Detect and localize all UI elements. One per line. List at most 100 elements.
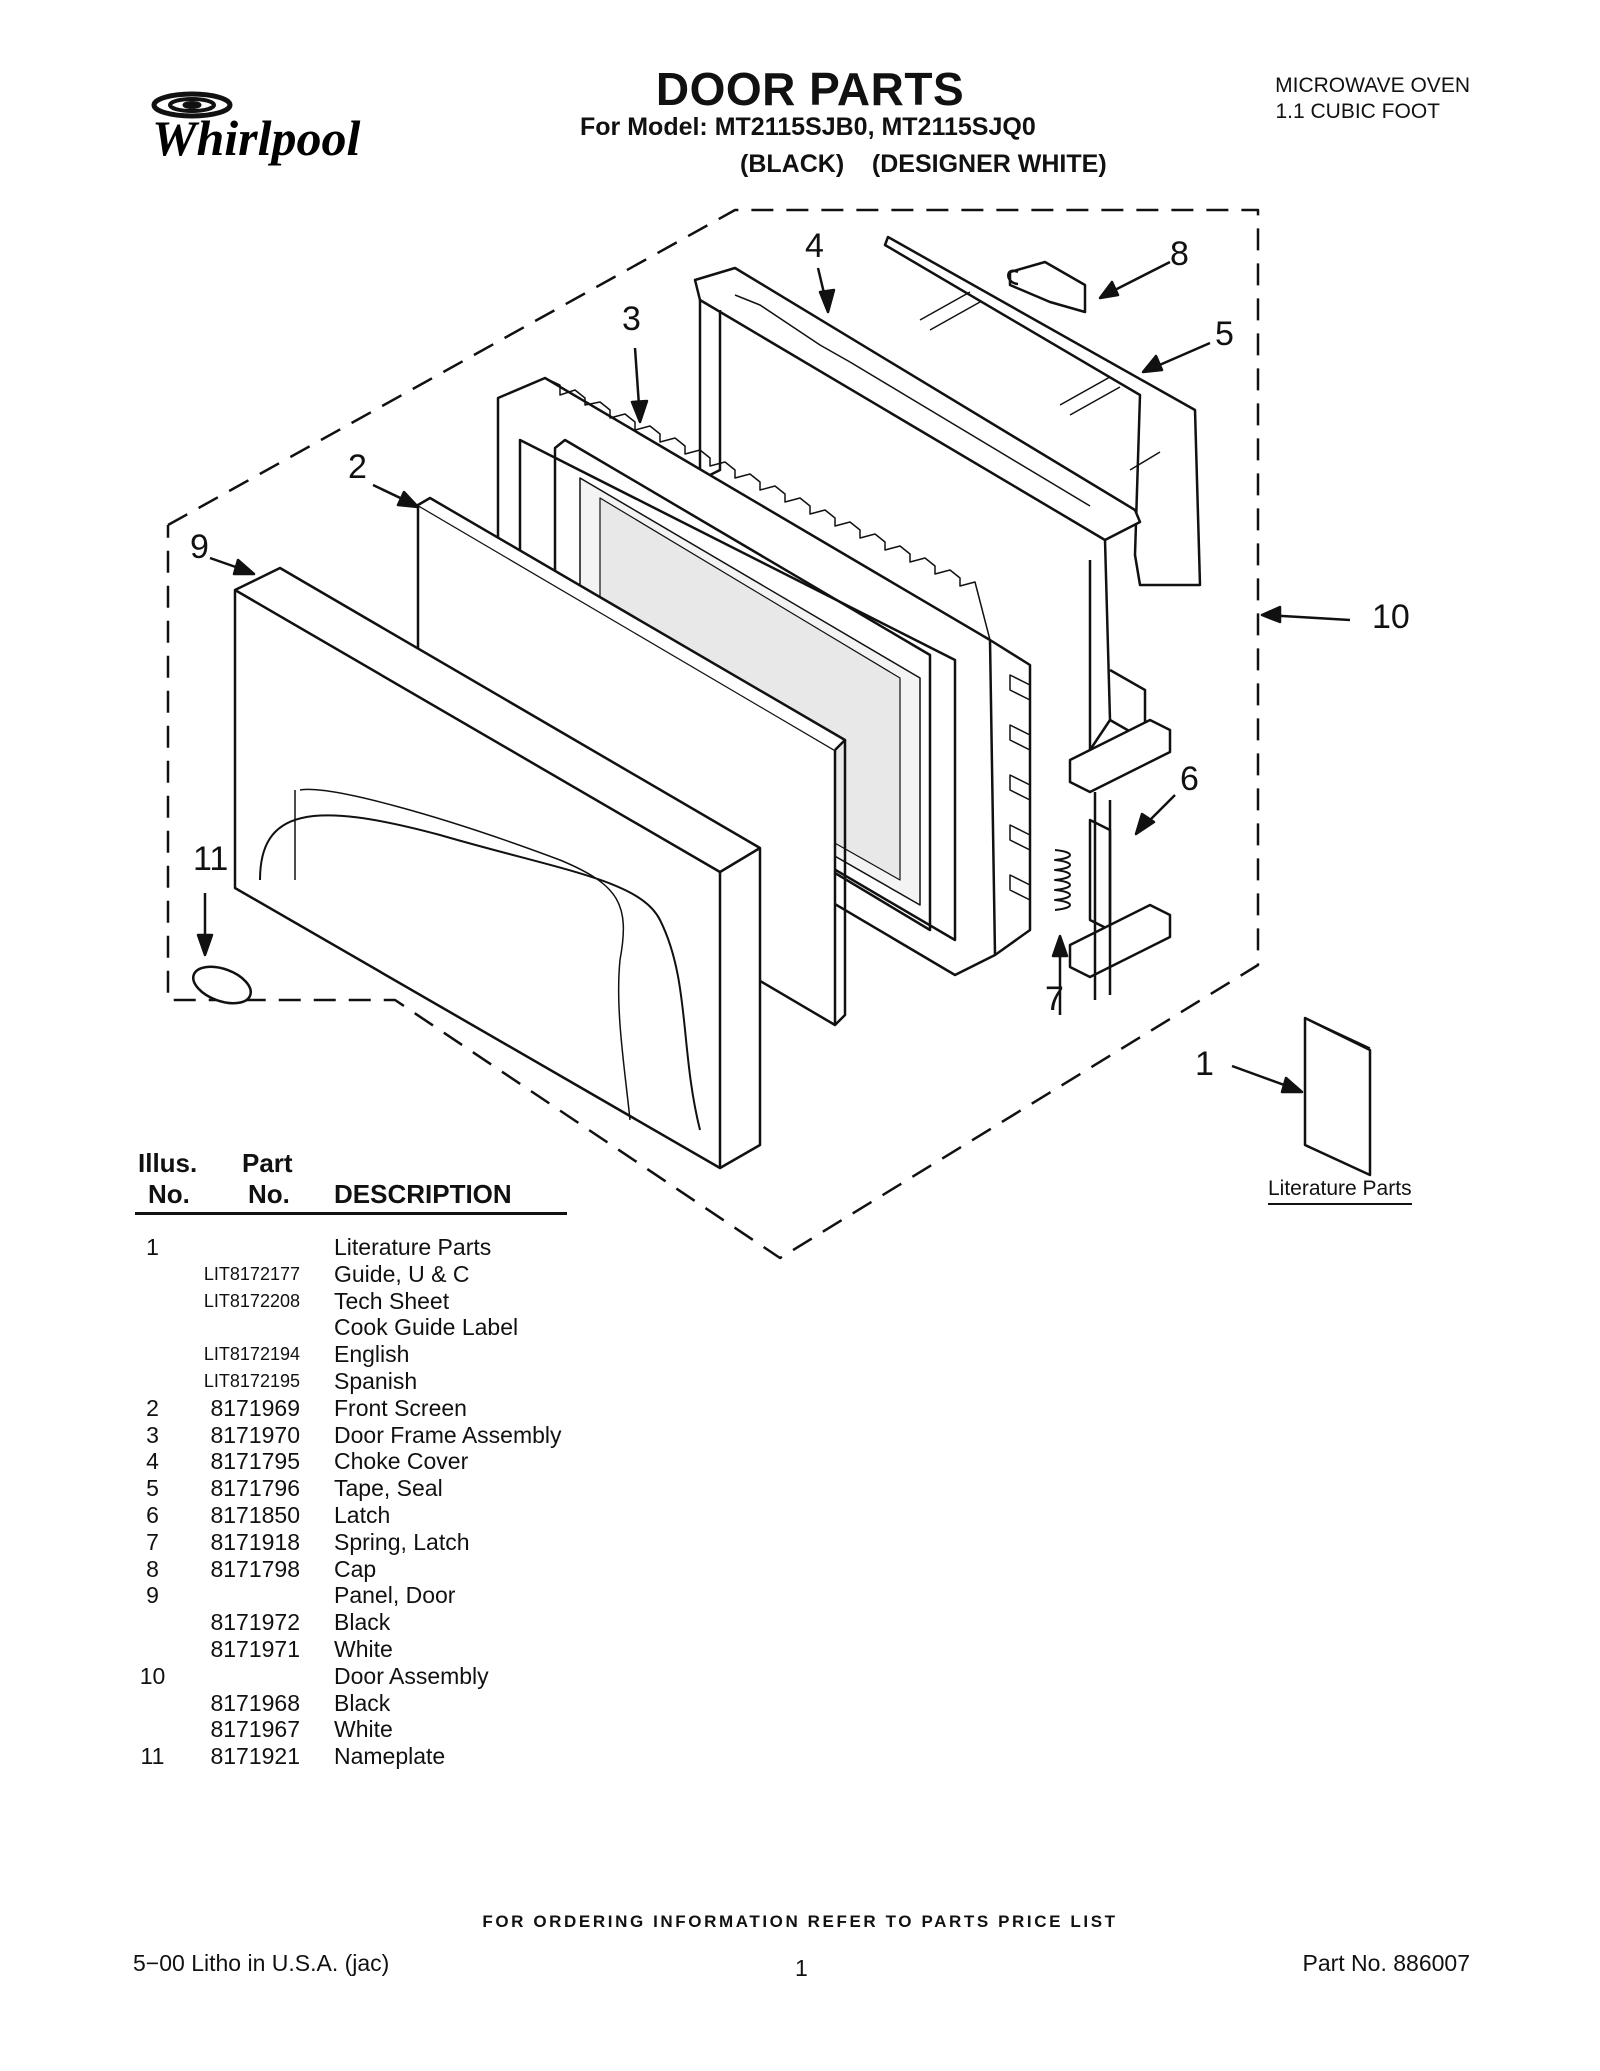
part-no: 8171972 (210, 1609, 300, 1636)
parts-row: 8171971 White (130, 1636, 650, 1663)
part-no: 8171970 (210, 1421, 300, 1448)
parts-row: 8171968 Black (130, 1690, 650, 1717)
illus-no: 11 (140, 1743, 165, 1770)
illus-no: 1 (146, 1234, 159, 1260)
part-description: White (334, 1635, 393, 1662)
illus-no: 7 (146, 1528, 159, 1555)
parts-row: LIT8172195 Spanish (130, 1368, 650, 1395)
callout-6: 6 (1180, 760, 1199, 798)
parts-row: LIT8172177 Guide, U & C (130, 1261, 650, 1288)
parts-row: 4 8171795 Choke Cover (130, 1448, 650, 1475)
logo-wordmark: Whirlpool (152, 110, 361, 166)
part-description: Literature Parts (334, 1234, 492, 1260)
part-description: Tape, Seal (334, 1475, 443, 1502)
latch-spring-part (1054, 849, 1071, 911)
product-capacity: 1.1 CUBIC FOOT (1275, 100, 1440, 123)
callout-4: 4 (805, 227, 824, 265)
callout-5: 5 (1215, 315, 1234, 353)
part-no: LIT8172177 (203, 1263, 300, 1284)
callout-7: 7 (1045, 980, 1064, 1018)
part-description: Choke Cover (334, 1448, 469, 1475)
print-info: 5−00 Litho in U.S.A. (jac) (133, 1950, 390, 1976)
callout-1: 1 (1195, 1045, 1214, 1083)
part-no: LIT8172194 (203, 1344, 300, 1365)
literature-booklet-part (1303, 1016, 1372, 1177)
part-no: LIT8172208 (203, 1290, 300, 1311)
parts-row: 8 8171798 Cap (130, 1556, 650, 1583)
illus-no: 3 (146, 1421, 159, 1448)
callout-10: 10 (1372, 598, 1410, 636)
part-no: 8171796 (210, 1475, 300, 1502)
ordering-note: FOR ORDERING INFORMATION REFER TO PARTS … (482, 1912, 1118, 1931)
parts-row: LIT8172208 Tech Sheet (130, 1288, 650, 1315)
part-no: 8171968 (210, 1689, 300, 1716)
part-description: English (334, 1341, 410, 1368)
part-no: 8171798 (210, 1555, 300, 1582)
part-no: 8171967 (210, 1716, 300, 1743)
door-panel-part (233, 566, 762, 1170)
part-no: 8171971 (210, 1635, 300, 1662)
part-description: Latch (334, 1501, 391, 1528)
parts-row: LIT8172194 English (130, 1341, 650, 1368)
cap-part (1007, 260, 1087, 314)
callout-11: 11 (193, 840, 229, 878)
latch-part (1068, 718, 1172, 1000)
part-description: Cook Guide Label (334, 1314, 519, 1341)
callout-9: 9 (190, 528, 209, 566)
parts-row: 2 8171969 Front Screen (130, 1395, 650, 1422)
part-description: Door Frame Assembly (334, 1421, 562, 1448)
product-type: MICROWAVE OVEN (1275, 74, 1470, 97)
parts-list: 1 Literature Parts LIT8172177 Guide, U & C… (130, 1234, 650, 1770)
illus-no: 8 (146, 1555, 159, 1582)
header-description: DESCRIPTION (334, 1179, 512, 1209)
part-description: Black (334, 1689, 391, 1716)
part-description: Door Assembly (334, 1662, 489, 1689)
part-description: Panel, Door (334, 1582, 456, 1609)
illus-no: 10 (139, 1662, 166, 1689)
part-description: Spanish (334, 1367, 418, 1394)
illus-no: 2 (146, 1394, 159, 1421)
header-rule (135, 1212, 567, 1215)
callout-8: 8 (1170, 235, 1189, 273)
illus-no: 5 (146, 1475, 159, 1502)
literature-caption: Literature Parts (1268, 1177, 1412, 1205)
header-illus: Illus. (138, 1148, 198, 1178)
parts-row: 1 Literature Parts (130, 1234, 650, 1261)
exploded-parts-diagram (166, 208, 1372, 1260)
part-no: 8171921 (210, 1743, 300, 1770)
seal-tape-part (883, 235, 1202, 587)
part-no: 8171850 (210, 1501, 300, 1528)
document-part-number: Part No. 886007 (1302, 1950, 1470, 1976)
parts-row: 8171967 White (130, 1716, 650, 1743)
header-part-no: No. (248, 1179, 290, 1209)
page-number: 1 (795, 1955, 808, 1981)
illus-no: 6 (146, 1501, 159, 1528)
part-description: Guide, U & C (334, 1260, 470, 1287)
part-description: Spring, Latch (334, 1528, 470, 1555)
parts-row: 3 8171970 Door Frame Assembly (130, 1422, 650, 1449)
part-description: Cap (334, 1555, 377, 1582)
callout-3: 3 (622, 300, 641, 338)
parts-row: Cook Guide Label (130, 1314, 650, 1341)
part-description: Front Screen (334, 1394, 467, 1421)
door-assembly-boundary (166, 208, 1260, 1260)
finish-line: (BLACK) (DESIGNER WHITE) (740, 150, 1107, 178)
parts-row: 11 8171921 Nameplate (130, 1743, 650, 1770)
part-description: Nameplate (334, 1743, 446, 1770)
nameplate-part (192, 965, 252, 1005)
swirl-icon (151, 91, 233, 119)
part-no: 8171795 (210, 1448, 300, 1475)
part-no: LIT8172195 (203, 1370, 300, 1391)
part-description: Tech Sheet (334, 1287, 450, 1314)
parts-row: 9 Panel, Door (130, 1582, 650, 1609)
leader-arrows (196, 260, 1351, 1094)
header-illus-no: No. (148, 1179, 190, 1209)
parts-row: 5 8171796 Tape, Seal (130, 1475, 650, 1502)
part-description: White (334, 1716, 393, 1743)
illus-no: 4 (146, 1448, 159, 1475)
part-no: 8171969 (210, 1394, 300, 1421)
illus-no: 9 (146, 1582, 159, 1609)
part-no: 8171918 (210, 1528, 300, 1555)
model-line: For Model: MT2115SJB0, MT2115SJQ0 (580, 113, 1036, 141)
